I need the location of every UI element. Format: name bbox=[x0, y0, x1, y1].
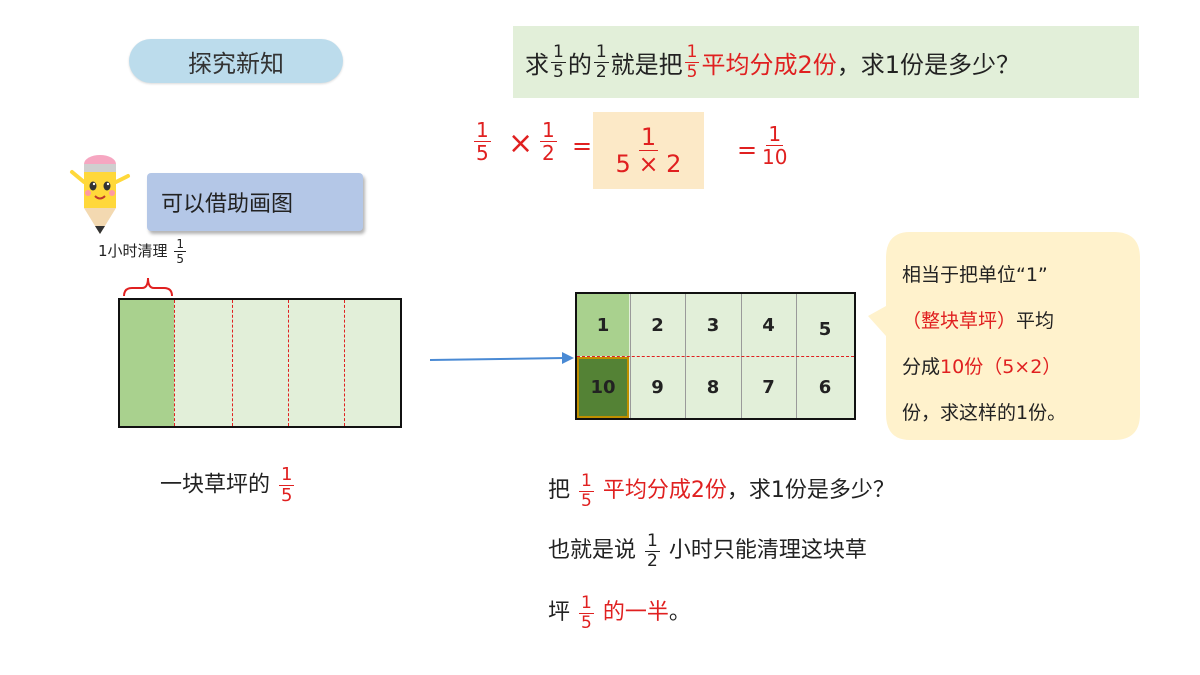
explanation-fraction: 1 5 bbox=[579, 470, 594, 511]
explanation-fraction: 1 5 bbox=[579, 592, 594, 633]
section-title: 探究新知 bbox=[188, 49, 284, 78]
equation-fraction-result: 1 10 bbox=[762, 122, 788, 169]
equation-highlight-box: 1 5 × 2 bbox=[593, 112, 704, 189]
bubble-line-3: 分成10份（5×2） bbox=[902, 356, 1062, 378]
fifth-divider bbox=[344, 300, 345, 426]
equation: 1 5 × 1 2 = 1 5 × 2 = 1 10 bbox=[472, 112, 812, 190]
explanation-line-3: 坪 1 5 的一半。 bbox=[548, 592, 691, 633]
equation-fraction-product: 1 5 × 2 bbox=[615, 123, 682, 178]
lawn-shaded-fifth bbox=[120, 300, 174, 426]
explanation-line-1: 把 1 5 平均分成2份，求1份是多少？ bbox=[548, 470, 895, 511]
right-arrow-icon bbox=[429, 352, 574, 364]
lawn-grid-tenths: 1 2 3 4 5 10 9 8 7 6 bbox=[575, 292, 856, 420]
question-text-5: ，求1份是多少？ bbox=[836, 50, 1021, 79]
grid-cell: 4 bbox=[762, 314, 775, 336]
equation-fraction-one-fifth: 1 5 bbox=[474, 118, 491, 165]
explanation-line-2: 也就是说 1 2 小时只能清理这块草 bbox=[548, 530, 867, 571]
speech-bubble-text: 相当于把单位“1” （整块草坪）平均 分成10份（5×2） 份，求这样的1份。 bbox=[902, 252, 1138, 436]
hint-text: 可以借助画图 bbox=[161, 192, 294, 217]
brace-label-fraction: 1 5 bbox=[174, 237, 186, 266]
grid-cell: 7 bbox=[762, 377, 775, 398]
question-fraction-3: 1 5 bbox=[684, 41, 700, 82]
grid-cell: 5 bbox=[818, 318, 832, 340]
equals-sign-1: = bbox=[572, 132, 593, 160]
question-fraction-1: 1 5 bbox=[551, 41, 566, 82]
grid-cell: 9 bbox=[651, 377, 664, 398]
grid-cell: 8 bbox=[706, 377, 720, 398]
times-sign: × bbox=[508, 126, 534, 161]
speech-bubble bbox=[868, 232, 1140, 440]
brace-label-text: 1小时清理 bbox=[98, 242, 168, 260]
bubble-line-4: 份，求这样的1份。 bbox=[902, 402, 1067, 424]
fifth-divider bbox=[232, 300, 233, 426]
lawn-caption-text: 一块草坪的 bbox=[160, 472, 271, 498]
hint-box: 可以借助画图 bbox=[147, 173, 363, 231]
grid-cell: 3 bbox=[706, 314, 720, 336]
question-text-highlight: 平均分成2份 bbox=[701, 50, 837, 79]
curly-brace-icon bbox=[123, 277, 173, 297]
question-box: 求 1 5 的 1 2 就是把 1 5 平均分成2份 ，求1份是多少？ bbox=[513, 26, 1139, 98]
equals-sign-2: = bbox=[737, 136, 758, 164]
fifth-divider bbox=[174, 300, 175, 426]
question-fraction-2: 1 2 bbox=[593, 41, 609, 82]
question-text-1: 求 bbox=[525, 50, 549, 79]
explanation-fraction: 1 2 bbox=[645, 530, 660, 571]
grid-cell: 1 bbox=[577, 294, 629, 356]
lawn-caption: 一块草坪的 1 5 bbox=[160, 466, 296, 505]
pencil-mascot-icon bbox=[70, 155, 130, 234]
section-title-pill: 探究新知 bbox=[129, 39, 343, 83]
grid-cell: 10 bbox=[577, 357, 629, 418]
question-text-2: 的 bbox=[567, 50, 592, 79]
grid-half-divider bbox=[577, 356, 854, 357]
grid-cell: 2 bbox=[651, 314, 664, 336]
question-text-3: 就是把 bbox=[610, 50, 683, 79]
brace-label: 1小时清理 1 5 bbox=[98, 238, 188, 265]
bubble-line-1: 相当于把单位“1” bbox=[902, 264, 1048, 286]
equation-fraction-one-half: 1 2 bbox=[540, 118, 557, 165]
lawn-caption-fraction: 1 5 bbox=[279, 464, 295, 506]
lawn-rectangle-fifths bbox=[118, 298, 402, 428]
bubble-line-2: （整块草坪）平均 bbox=[902, 310, 1055, 332]
grid-cell: 6 bbox=[818, 377, 832, 398]
fifth-divider bbox=[288, 300, 289, 426]
